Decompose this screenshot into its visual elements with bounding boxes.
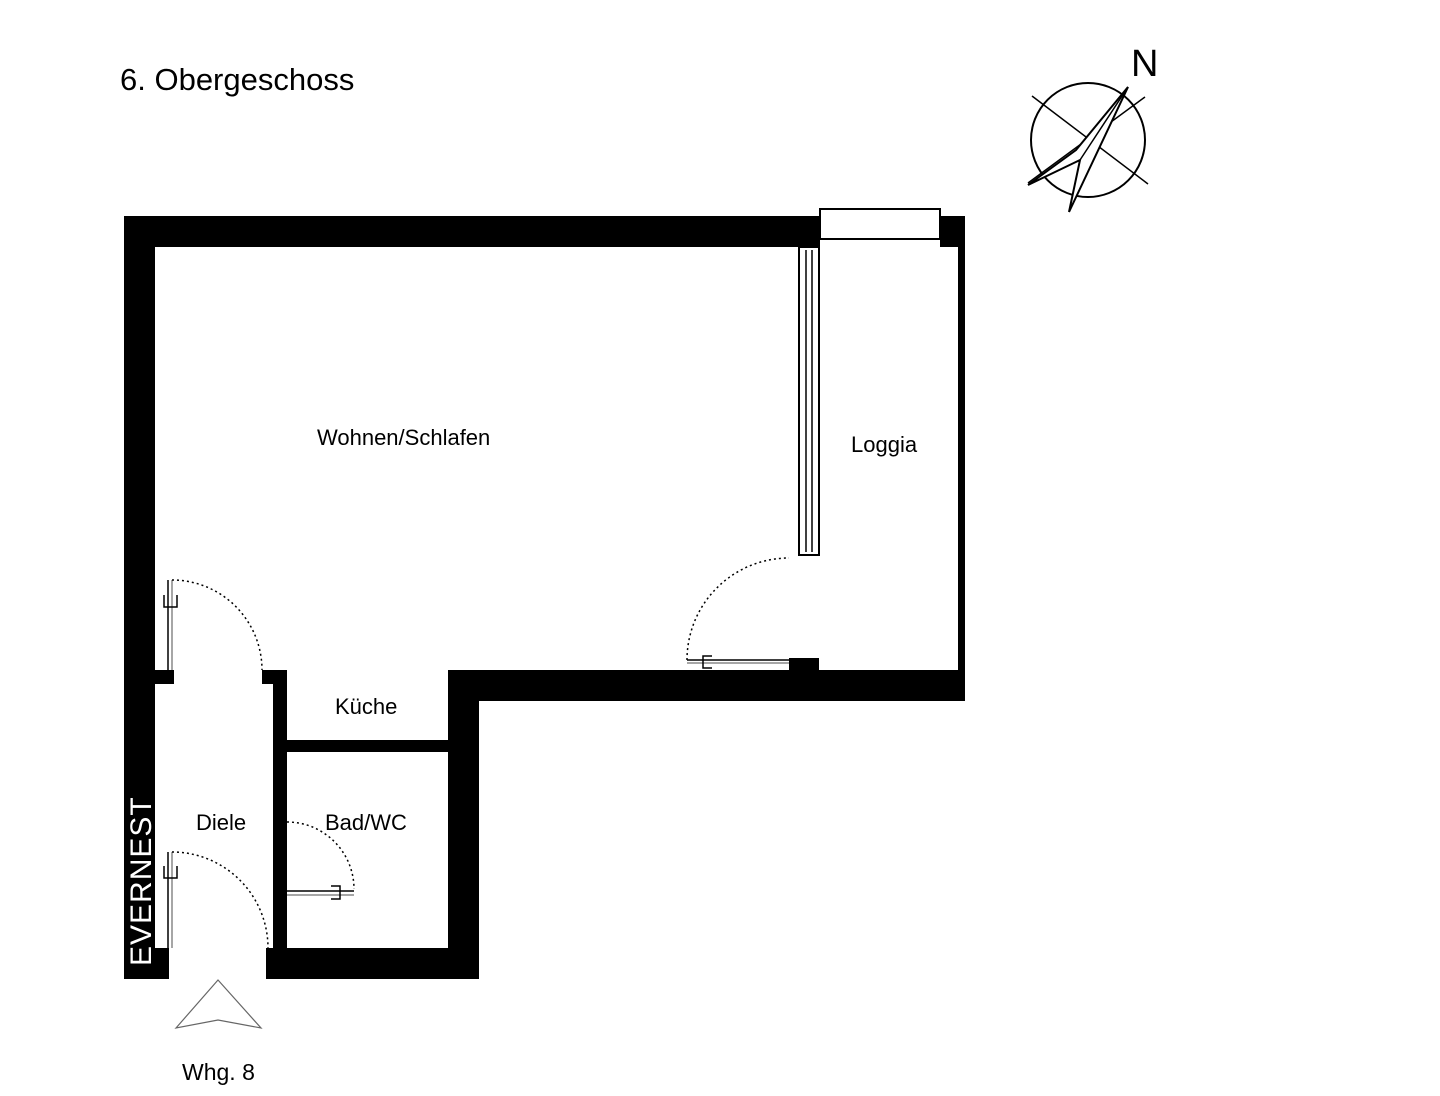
compass-needle-line [1079,86,1129,161]
wall-hall-right [273,670,287,948]
door-bath [286,821,355,900]
unit-label: Whg. 8 [182,1059,255,1085]
wall-bottom [266,948,479,979]
loggia-window [819,208,941,240]
door-swing-arc [171,851,269,949]
door-loggia [686,557,790,669]
wall-bath-right [448,670,479,979]
wall-kitchen-bath [273,740,449,752]
loggia-glazing [798,246,820,556]
entrance-arrow-icon [174,979,263,1029]
walls [124,216,965,979]
door-hinge [163,595,178,608]
wall-left-stub [124,670,174,684]
door-hinge [163,866,178,879]
wall-south [448,670,965,701]
glazing-frame [798,246,820,556]
door-swing-arc [171,579,263,671]
door-swing-arc [686,557,790,661]
door-entrance [163,851,269,949]
room-label-kitchen: Küche [335,694,397,719]
room-label-living: Wohnen/Schlafen [317,425,490,450]
wall-loggia-right [958,216,965,701]
wall-top [124,216,820,247]
door-hinge [331,885,341,900]
door-living [163,579,263,671]
wall-loggia-pier [789,658,819,671]
floor-title: 6. Obergeschoss [120,62,355,97]
wall-bottom-left [124,948,169,979]
door-swing-arc [286,821,355,890]
compass-needle-icon [1027,86,1129,213]
wall-left-upper [124,216,155,670]
compass-north-label: N [1131,43,1158,85]
room-label-bath: Bad/WC [325,810,407,835]
room-label-loggia: Loggia [851,432,918,457]
door-hinge [702,655,712,669]
wall-hall-stub [262,670,287,684]
brand-logo: EVERNEST [125,796,158,966]
compass: N [1027,43,1158,213]
room-label-hall: Diele [196,810,246,835]
compass-circle [1030,82,1146,198]
wall-left-lower [124,684,155,979]
